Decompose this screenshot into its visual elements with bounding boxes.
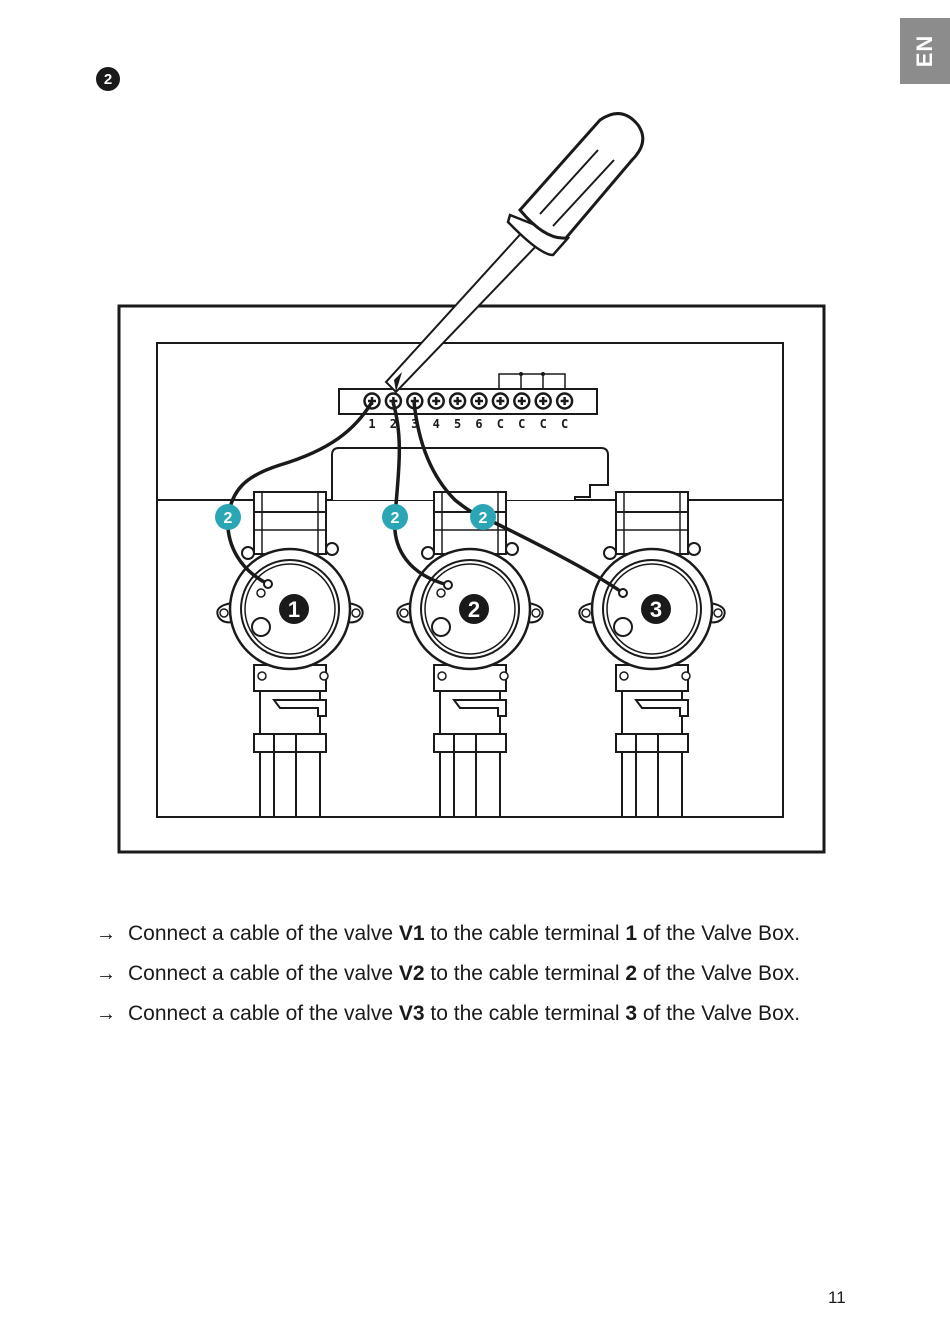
instruction-text: to the cable terminal <box>430 962 620 985</box>
instruction-text: Connect a cable of the valve <box>128 922 394 945</box>
language-tab: EN <box>900 18 950 84</box>
instruction-item: → Connect a cable of the valve V1 to the… <box>96 914 876 954</box>
terminal-label: 5 <box>454 417 461 431</box>
instruction-text: of the Valve Box. <box>642 1002 801 1025</box>
valve-ref: V2 <box>398 962 425 985</box>
cable-v1 <box>226 401 374 586</box>
terminal-label: 4 <box>433 417 440 431</box>
terminal-screw-icon <box>448 392 467 410</box>
instruction-list: → Connect a cable of the valve V1 to the… <box>96 914 876 1034</box>
terminal-label: C <box>497 417 504 431</box>
terminal-label: C <box>518 417 525 431</box>
step-callout-label: 2 <box>224 510 233 527</box>
terminal-screw-icon <box>534 392 552 410</box>
valve-number-badge <box>459 594 489 624</box>
valve-number: 2 <box>468 597 480 622</box>
terminal-screw-icon <box>427 392 445 410</box>
terminal-label: C <box>561 417 568 431</box>
terminal-screw-icon <box>513 392 531 410</box>
step-number-badge: 2 <box>96 67 120 91</box>
step-callout-label: 2 <box>479 510 488 527</box>
terminal-ref: 3 <box>625 1002 638 1025</box>
instruction-text: to the cable terminal <box>430 1002 620 1025</box>
terminal-label: C <box>540 417 547 431</box>
terminal-strip <box>338 372 598 415</box>
instruction-text: of the Valve Box. <box>642 922 801 945</box>
terminal-screw-icon <box>555 392 574 410</box>
arrow-icon: → <box>96 963 116 985</box>
instruction-text: of the Valve Box. <box>642 962 801 985</box>
arrow-icon: → <box>96 1003 116 1025</box>
instruction-text: Connect a cable of the valve <box>128 962 394 985</box>
terminal-ref: 1 <box>625 922 638 945</box>
valve-3: 3 <box>578 491 726 818</box>
arrow-icon: → <box>96 923 116 945</box>
page-number: 11 <box>828 1288 846 1307</box>
step-callout-badge: 2 <box>215 504 241 530</box>
instruction-item: → Connect a cable of the valve V2 to the… <box>96 954 876 994</box>
instruction-text: Connect a cable of the valve <box>128 1002 394 1025</box>
valve-ref: V1 <box>398 922 425 945</box>
terminal-ref: 2 <box>625 962 638 985</box>
step-callout-label: 2 <box>391 510 400 527</box>
instruction-text: to the cable terminal <box>430 922 620 945</box>
terminal-screw-icon <box>470 392 488 410</box>
valve-number-badge <box>279 594 309 624</box>
terminal-label: 2 <box>390 417 397 431</box>
step-callout-badge: 2 <box>382 504 408 530</box>
screwdriver-icon <box>384 112 645 394</box>
step-callout-badge: 2 <box>470 504 496 530</box>
terminal-label: 6 <box>475 417 482 431</box>
terminal-label: 1 <box>368 417 375 431</box>
valve-number: 1 <box>288 597 300 622</box>
terminal-screw-icon <box>491 392 510 410</box>
valve-ref: V3 <box>398 1002 425 1025</box>
valve-number-badge <box>641 594 671 624</box>
terminal-label: 3 <box>411 417 418 431</box>
valve-number: 3 <box>650 597 662 622</box>
terminal-screw-icon <box>363 392 381 410</box>
instruction-item: → Connect a cable of the valve V3 to the… <box>96 994 876 1034</box>
